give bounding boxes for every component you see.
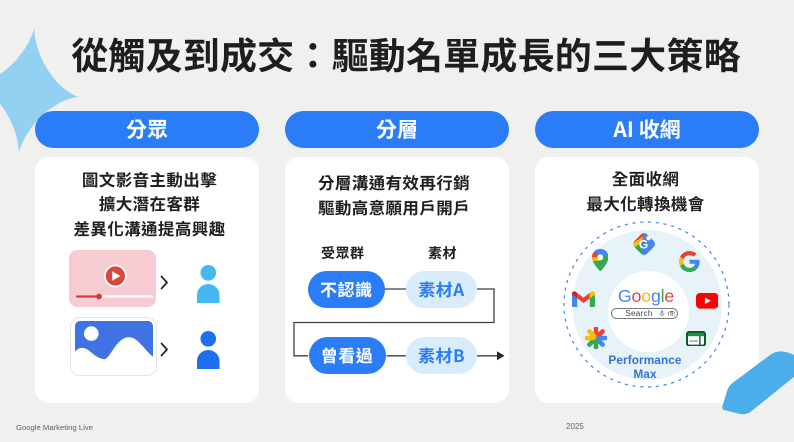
svg-text:G: G: [638, 237, 647, 251]
